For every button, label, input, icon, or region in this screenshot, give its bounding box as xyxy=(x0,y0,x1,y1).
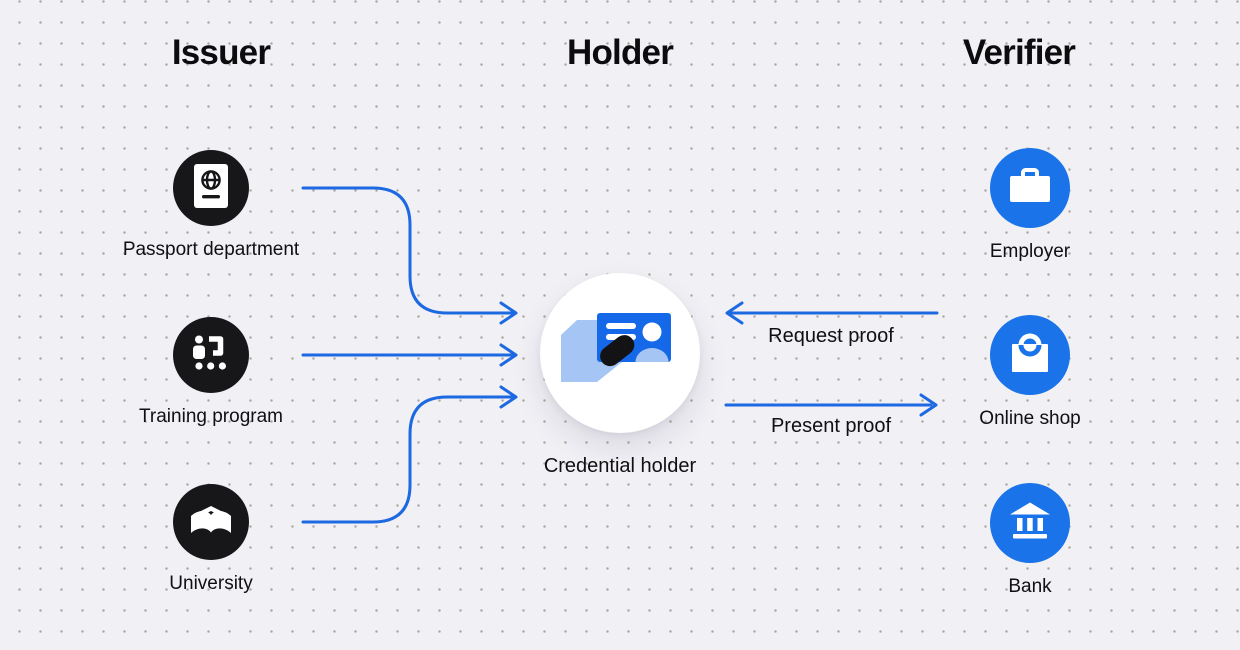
issuer-node-training-program: Training program xyxy=(81,317,341,428)
id-card-in-hand-icon xyxy=(540,271,700,436)
verifier-node-online-shop: Online shop xyxy=(900,315,1160,430)
bank-building-icon xyxy=(1008,501,1052,546)
training-path-icon xyxy=(191,333,231,378)
graduation-book-icon-wrap xyxy=(173,484,249,560)
holder-label-credential-holder: Credential holder xyxy=(543,455,697,477)
verifier-column-title: Verifier xyxy=(962,33,1076,72)
shopping-bag-icon xyxy=(1010,332,1050,379)
verifier-node-bank: Bank xyxy=(900,483,1160,598)
issuer-node-university: University xyxy=(81,484,341,595)
passport-icon xyxy=(194,163,228,213)
issuer-column-title: Issuer xyxy=(171,33,271,72)
online-shop-circle xyxy=(990,315,1070,395)
verifier-label-bank: Bank xyxy=(1008,576,1052,597)
passport-department-circle xyxy=(173,150,249,226)
credential-holder-circle xyxy=(540,273,700,433)
bank-circle xyxy=(990,483,1070,563)
issuer-label-training-program: Training program xyxy=(139,406,283,427)
holder-column-title: Holder xyxy=(566,33,674,72)
present-proof-label: Present proof xyxy=(770,415,892,437)
training-program-circle xyxy=(173,317,249,393)
graduation-book-icon xyxy=(189,500,233,545)
holder-node-credential-holder: Credential holder xyxy=(490,273,750,478)
request-proof-label: Request proof xyxy=(768,325,894,347)
verifier-label-employer: Employer xyxy=(989,241,1071,262)
issuer-label-university: University xyxy=(169,573,253,594)
verifier-node-employer: Employer xyxy=(900,148,1160,263)
verifier-label-online-shop: Online shop xyxy=(979,408,1081,429)
issuer-node-passport-department: Passport department xyxy=(81,150,341,261)
briefcase-icon xyxy=(1010,167,1050,209)
employer-circle xyxy=(990,148,1070,228)
issuer-label-passport-department: Passport department xyxy=(122,239,300,260)
